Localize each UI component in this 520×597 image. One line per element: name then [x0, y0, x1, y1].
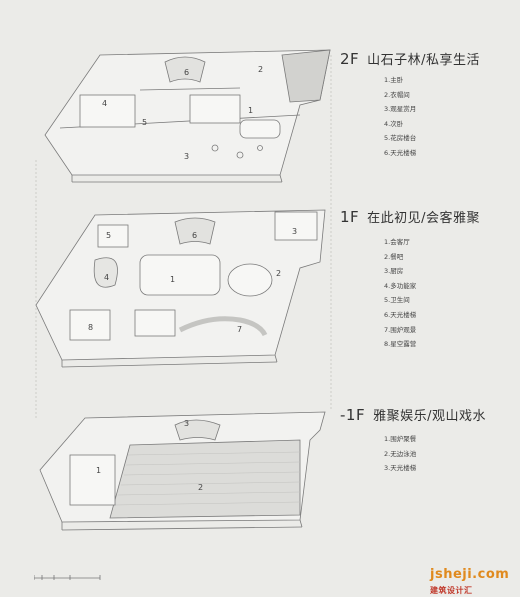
plan-1f — [35, 209, 326, 368]
plan-1f-label-6: 6 — [192, 231, 197, 240]
plan-1f-label-5: 5 — [106, 231, 111, 240]
watermark-text: jsheji.com — [430, 567, 510, 582]
legend-item: 7.围炉观景 — [384, 325, 417, 334]
floor-title-2f: 2F 山石子林/私享生活 — [340, 49, 480, 68]
plan-2f-numbers: 1 2 3 4 5 6 — [102, 65, 263, 161]
plan-1f-label-8: 8 — [88, 323, 93, 332]
legend-item: 5.卫生间 — [384, 296, 410, 305]
alignment-guides — [35, 55, 332, 420]
floor-level-2f: 2F — [340, 50, 360, 68]
plan-2f-label-3: 3 — [184, 152, 189, 161]
plan-1f-label-7: 7 — [237, 325, 242, 334]
plan-b1 — [39, 411, 326, 531]
plan-2f-label-6: 6 — [184, 68, 189, 77]
watermark-brand: 建筑设计汇 — [430, 586, 473, 595]
plan-b1-label-3: 3 — [184, 419, 189, 428]
legend-item: 3.厨房 — [384, 267, 404, 276]
legend-b1: 1.围炉聚餐 2.无边泳池 3.天光楼梯 — [384, 432, 416, 476]
legend-1f: 1.会客厅 2.餐吧 3.厨房 4.多功能家 5.卫生间 6.天光楼梯 7.围炉… — [384, 235, 416, 352]
legend-item: 2.无边泳池 — [384, 449, 417, 458]
plan-b1-label-2: 2 — [198, 483, 203, 492]
legend-item: 6.天光楼梯 — [384, 310, 417, 319]
floor-level-b1: -1F — [340, 406, 366, 424]
plan-2f-label-5: 5 — [142, 118, 147, 127]
floor-level-1f: 1F — [340, 208, 360, 226]
scale-bar-icon — [34, 575, 101, 580]
plan-2f-label-1: 1 — [248, 106, 253, 115]
watermark-logo: jsheji.com 建筑设计汇 — [430, 567, 520, 597]
legend-item: 1.主卧 — [384, 76, 404, 84]
floor-subtitle-b1: 雅聚娱乐/观山戏水 — [373, 409, 486, 424]
plan-2f-label-4: 4 — [102, 99, 107, 108]
floor-title-b1: -1F 雅聚娱乐/观山戏水 — [340, 405, 486, 424]
legend-item: 4.次卧 — [384, 119, 404, 128]
legend-item: 1.围炉聚餐 — [384, 435, 417, 443]
plan-1f-numbers: 1 2 3 4 5 6 7 8 — [88, 227, 297, 334]
pool-stripes — [114, 451, 301, 506]
plan-b1-label-1: 1 — [96, 466, 101, 475]
floor-subtitle-1f: 在此初见/会客雅聚 — [367, 211, 481, 226]
floor-subtitle-2f: 山石子林/私享生活 — [367, 53, 481, 68]
legend-item: 6.天光楼梯 — [384, 148, 417, 157]
floor-title-1f: 1F 在此初见/会客雅聚 — [340, 207, 480, 226]
plan-2f — [44, 49, 331, 183]
legend-item: 4.多功能家 — [384, 281, 417, 290]
legend-item: 3.观星赏月 — [384, 105, 417, 114]
legend-item: 2.衣帽间 — [384, 90, 410, 99]
legend-item: 8.星空露营 — [384, 340, 417, 349]
plan-b1-numbers: 1 2 3 — [96, 419, 203, 492]
plan-1f-label-2: 2 — [276, 269, 281, 278]
plan-1f-label-3: 3 — [292, 227, 297, 236]
plan-2f-label-2: 2 — [258, 65, 263, 74]
legend-item: 5.花房楼台 — [384, 134, 417, 143]
legend-item: 3.天光楼梯 — [384, 464, 417, 473]
plan-1f-label-1: 1 — [170, 275, 175, 284]
legend-item: 2.餐吧 — [384, 252, 404, 261]
legend-item: 1.会客厅 — [384, 238, 410, 246]
plan-1f-label-4: 4 — [104, 273, 109, 282]
legend-2f: 1.主卧 2.衣帽间 3.观星赏月 4.次卧 5.花房楼台 6.天光楼梯 — [384, 73, 416, 161]
